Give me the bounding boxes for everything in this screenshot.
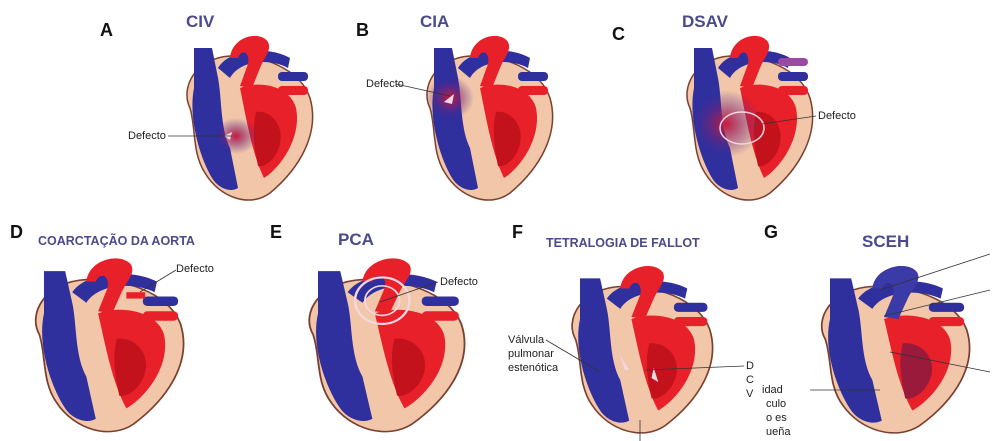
panel-letter: E [270, 222, 282, 243]
heart-diagram [790, 258, 990, 441]
heart-diagram [660, 28, 830, 208]
valve-label-line3: estenótica [508, 362, 558, 375]
defect-label: Defecto [176, 263, 214, 276]
panel-title: COARCTAÇÃO DA AORTA [38, 234, 195, 248]
heart-diagram [4, 250, 204, 440]
side-label-line3: o es [766, 412, 787, 425]
panel-title: SCEH [862, 232, 909, 252]
right-label-line1: D [746, 360, 754, 373]
panel-letter: B [356, 20, 369, 41]
side-label-line4: ueña [766, 426, 790, 439]
panel-letter: G [764, 222, 778, 243]
right-label-line2: C [746, 374, 754, 387]
defect-label: Defecto [128, 130, 166, 143]
panel-letter: F [512, 222, 523, 243]
panel-letter: D [10, 222, 23, 243]
heart-diagram [160, 28, 330, 208]
right-label-line3: V [746, 388, 753, 401]
heart-diagram [542, 258, 732, 441]
heart-diagram [400, 28, 570, 208]
side-label-line1: idad [762, 384, 783, 397]
panel-title: PCA [338, 230, 374, 250]
side-label-line2: culo [766, 398, 786, 411]
panel-title: TETRALOGIA DE FALLOT [546, 236, 700, 250]
valve-label-line2: pulmonar [508, 348, 554, 361]
defect-label: Defecto [818, 110, 856, 123]
panel-letter: A [100, 20, 113, 41]
defect-label: Defecto [440, 276, 478, 289]
defect-label: Defecto [366, 78, 404, 91]
panel-letter: C [612, 24, 625, 45]
valve-label-line1: Válvula [508, 334, 544, 347]
